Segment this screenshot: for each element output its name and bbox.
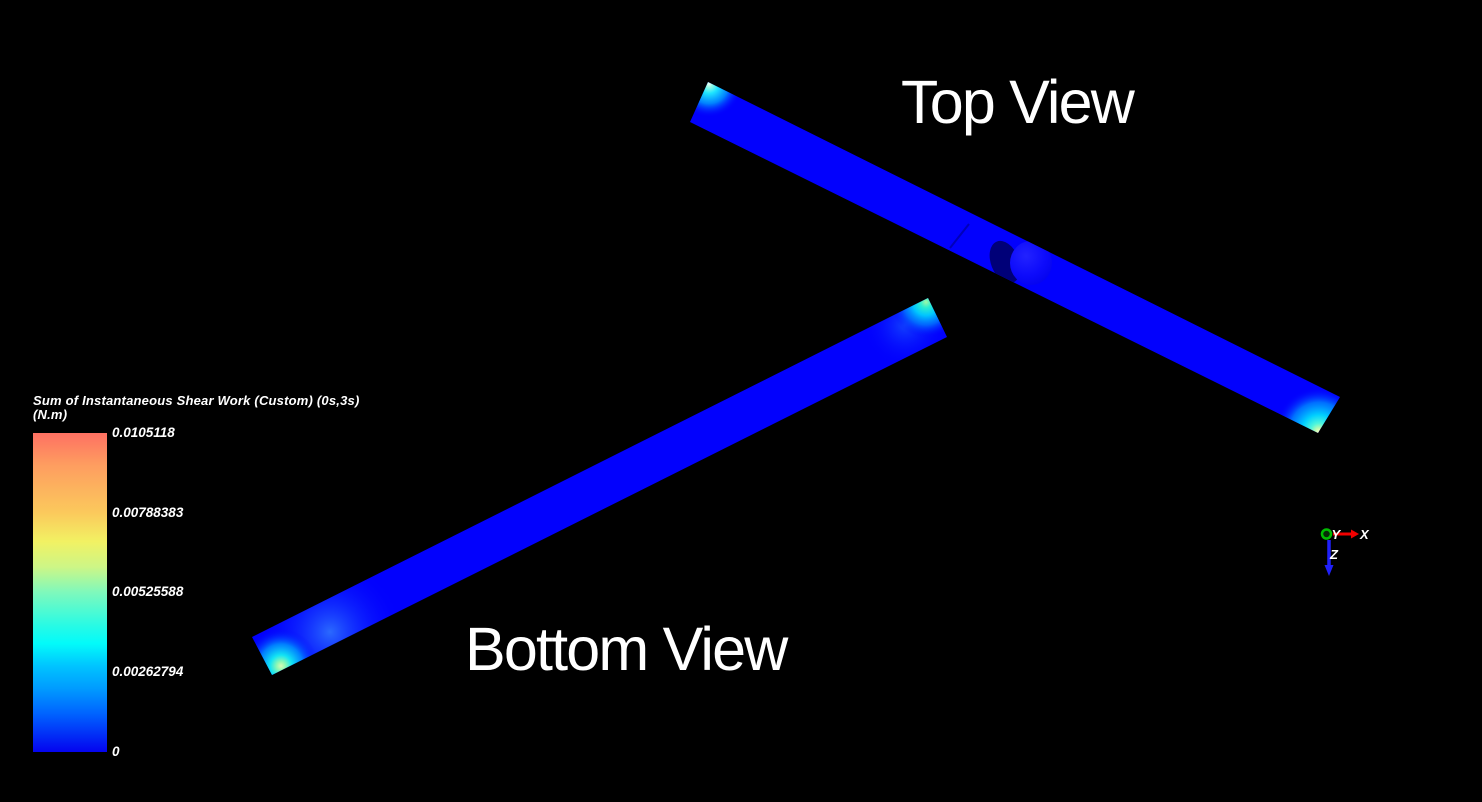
- z-axis-arrowhead: [1324, 565, 1334, 576]
- y-axis-label: Y: [1332, 527, 1342, 542]
- legend-tick-max: 0.0105118: [112, 425, 175, 440]
- bottom-view-annotation: Bottom View: [465, 615, 788, 683]
- axis-triad: Y X Z: [1320, 527, 1370, 576]
- legend-tick: 0.00262794: [112, 664, 184, 679]
- y-axis-origin-marker: [1320, 528, 1333, 540]
- rotor-hub-cap: [1010, 241, 1052, 285]
- x-axis-arrowhead: [1351, 529, 1359, 539]
- legend-colorbar: [33, 433, 107, 752]
- legend-title-line1: Sum of Instantaneous Shear Work (Custom)…: [33, 393, 360, 408]
- legend-tick: 0.00788383: [112, 505, 184, 520]
- z-axis-label: Z: [1329, 547, 1339, 562]
- legend-title-units: (N.m): [33, 407, 68, 422]
- top-rotor-left-tip-hotspot: [690, 82, 761, 136]
- blade-root-seam: [949, 223, 970, 249]
- top-view-annotation: Top View: [901, 68, 1135, 136]
- bottom-rotor-right-tip-hotspot: [878, 298, 947, 350]
- bottom-rotor-blade-surface: [252, 298, 947, 675]
- x-axis-label: X: [1359, 527, 1370, 542]
- legend-tick: 0.00525588: [112, 584, 184, 599]
- legend-tick-min: 0: [112, 744, 120, 759]
- legend-title: Sum of Instantaneous Shear Work (Custom)…: [33, 394, 433, 422]
- bottom-rotor-left-tip-hotspot: [252, 611, 336, 675]
- top-rotor-right-tip-hotspot: [1257, 370, 1340, 433]
